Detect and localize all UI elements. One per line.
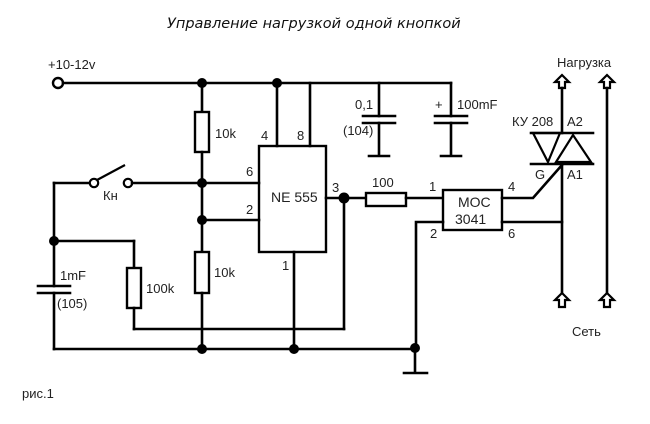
- figure-caption: рис.1: [22, 386, 54, 401]
- optocoupler-name-line2: 3041: [455, 211, 486, 227]
- timer-ic-ne555: [257, 144, 328, 254]
- resistor-r-top: [193, 110, 211, 154]
- resistor-r-bottom-value: 10k: [214, 265, 235, 280]
- wire: [414, 220, 445, 350]
- optocoupler-pin-2-label: 2: [430, 226, 437, 241]
- timer-pin-4-label: 4: [261, 128, 268, 143]
- switch-lever: [96, 164, 126, 181]
- capacitor-c-timing-code: (105): [57, 296, 87, 311]
- resistor-r-series-value: 100: [372, 175, 394, 190]
- timer-pin-6-label: 6: [246, 164, 253, 179]
- capacitor-c-electrolytic-polarity: +: [435, 97, 443, 112]
- triac-a1-label: A1: [567, 167, 583, 182]
- triac-name: КУ 208: [512, 114, 553, 129]
- resistor-r-timing-value: 100k: [146, 281, 175, 296]
- resistor-r-series: [364, 191, 408, 208]
- supply-voltage-label: +10-12v: [48, 57, 96, 72]
- timer-pin-1-label: 1: [282, 258, 289, 273]
- resistor-r-timing: [125, 266, 143, 310]
- load-label: Нагрузка: [557, 55, 612, 70]
- mains-label: Сеть: [572, 324, 601, 339]
- timer-pin-3-label: 3: [332, 180, 339, 195]
- gate-wire: [500, 163, 564, 200]
- resistor-r-bottom: [193, 250, 211, 295]
- timer-pin-8-label: 8: [297, 128, 304, 143]
- diagram-title: Управление нагрузкой одной кнопкой: [167, 16, 461, 32]
- timer-ic-name: NE 555: [271, 189, 318, 205]
- resistor-r-top-value: 10k: [215, 126, 236, 141]
- optocoupler-name-line1: MOC: [458, 194, 491, 210]
- junction-dot: [197, 344, 207, 354]
- switch-label: Кн: [103, 188, 118, 203]
- load-terminal-arrow-icon: [552, 73, 572, 90]
- mains-terminal-arrow-icon: [552, 291, 572, 309]
- switch-contact: [88, 177, 100, 189]
- triac-diode-down: [531, 131, 562, 165]
- timer-pin-2-label: 2: [246, 202, 253, 217]
- triac-diode-up: [554, 132, 594, 164]
- optocoupler-pin-4-label: 4: [508, 179, 515, 194]
- optocoupler-moc3041: [441, 188, 504, 232]
- triac-a2-label: A2: [567, 114, 583, 129]
- mains-terminal-arrow-icon: [597, 291, 617, 309]
- capacitor-c-bypass-code: (104): [343, 123, 373, 138]
- capacitor-c-bypass-value: 0,1: [355, 97, 373, 112]
- optocoupler-pin-6-label: 6: [508, 226, 515, 241]
- capacitor-c-electrolytic-value: 100mF: [457, 97, 498, 112]
- optocoupler-pin-1-label: 1: [429, 179, 436, 194]
- triac-g-label: G: [535, 167, 545, 182]
- load-terminal-arrow-icon: [597, 73, 617, 90]
- supply-terminal: [51, 76, 65, 90]
- capacitor-c-timing-value: 1mF: [60, 268, 86, 283]
